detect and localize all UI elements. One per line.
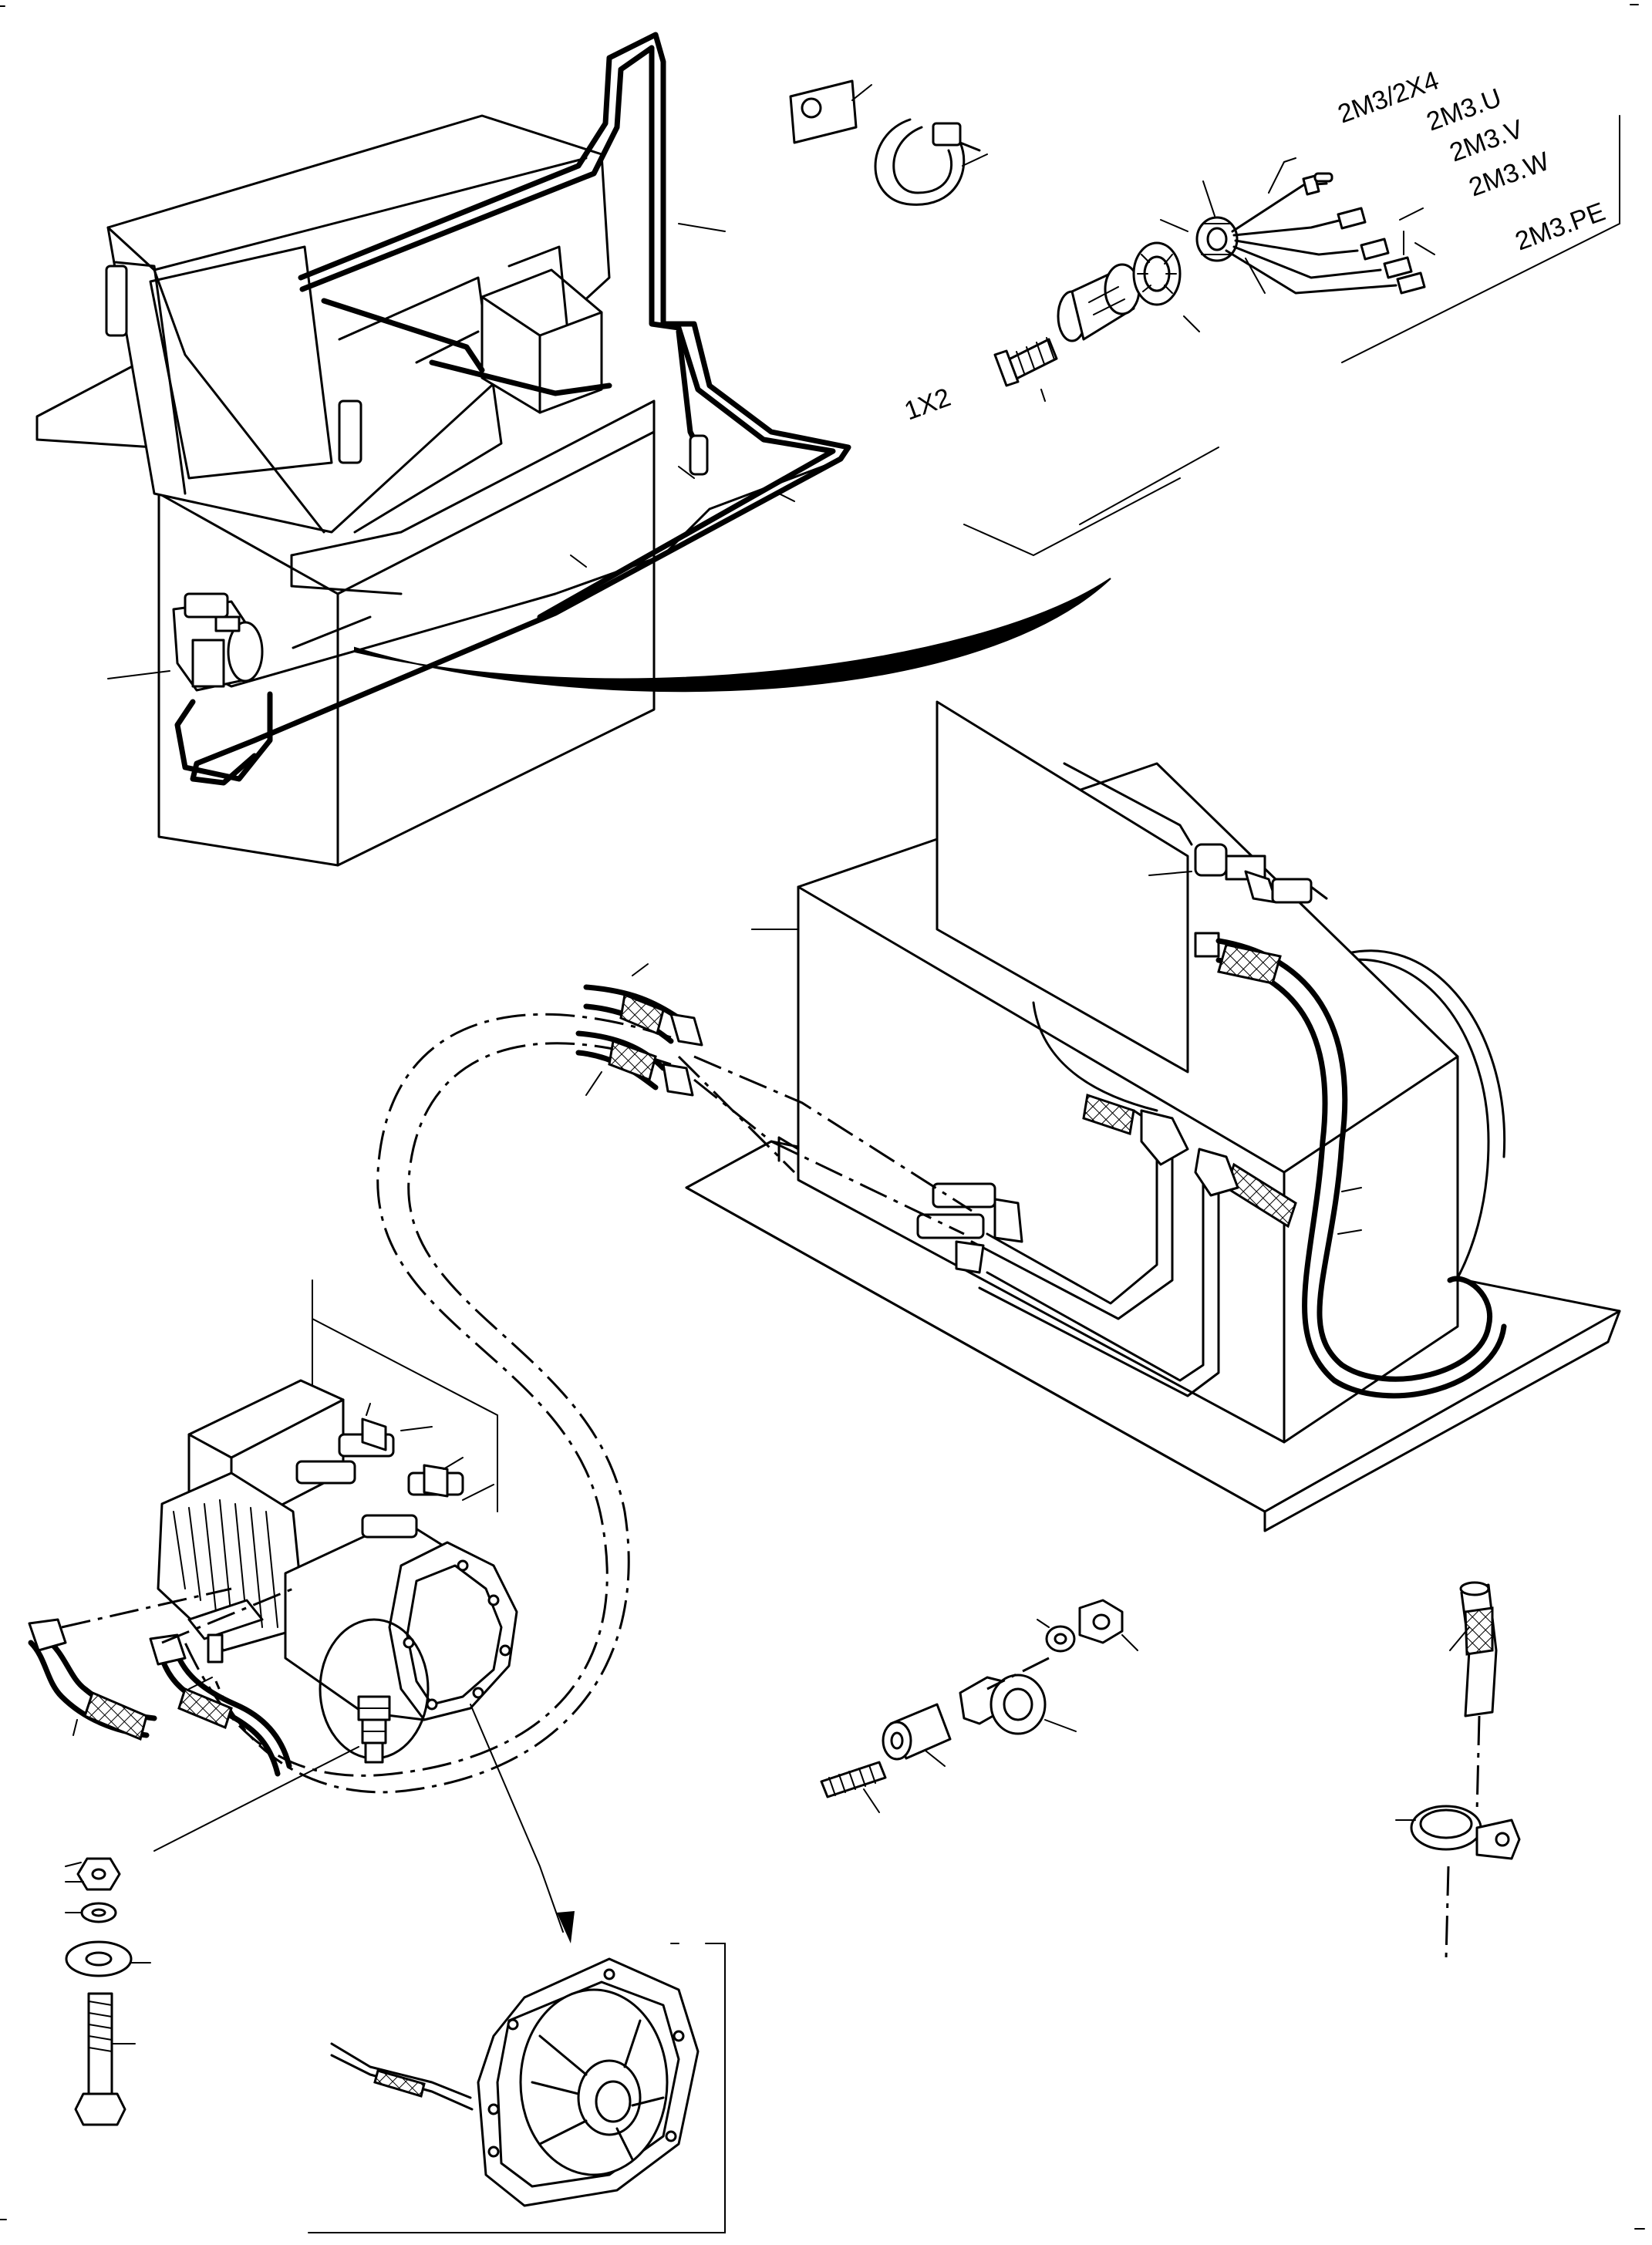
hose-routing [184, 963, 973, 1794]
threaded-sleeve [993, 337, 1058, 387]
leader-lines [751, 871, 1192, 930]
clamp-hardware [820, 1599, 1138, 1813]
label-1x2: 1X2 [901, 383, 955, 426]
cover-detail [308, 1943, 726, 2233]
gland-washer [1132, 241, 1182, 306]
cable-gland-detail: 2M3/2X4 2M3.U 2M3.V 2M3.W 2M3.PE 1X2 [789, 66, 1620, 557]
corner-marks [0, 4, 1645, 2230]
condenser-unit [685, 700, 1621, 1532]
valve-fitting [172, 592, 273, 782]
drain-fitting [357, 1695, 391, 1764]
compressor-assembly [28, 1279, 575, 1943]
label-2m3-pe: 2M3.PE [1512, 197, 1610, 256]
cab-assembly [35, 32, 1111, 867]
bolt-stack [65, 1857, 151, 2126]
gland-body [1057, 263, 1141, 342]
hose-clamp [1395, 1581, 1521, 1960]
